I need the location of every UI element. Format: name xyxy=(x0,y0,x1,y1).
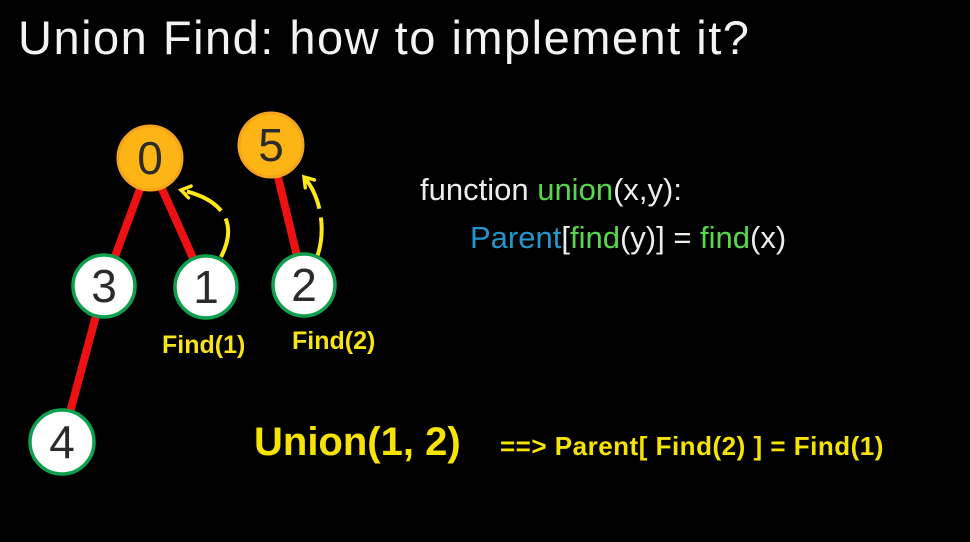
node-label: 1 xyxy=(193,261,219,313)
node-5-circle xyxy=(237,111,305,179)
code-token: (x) xyxy=(750,220,787,255)
node-label: 5 xyxy=(258,119,284,171)
code-line-2: Parent[find(y)] = find(x) xyxy=(420,214,786,262)
code-token: [ xyxy=(561,220,570,255)
union-expansion-label: ==> Parent[ Find(2) ] = Find(1) xyxy=(500,431,884,461)
node-1-circle xyxy=(173,254,239,320)
node-1: 1 xyxy=(173,254,239,320)
code-token: find xyxy=(569,220,620,255)
node-label: 0 xyxy=(137,132,163,184)
node-2-circle xyxy=(271,252,337,318)
code-token: (x,y): xyxy=(613,172,682,207)
code-line-1: function union(x,y): xyxy=(420,166,786,214)
find2-label: Find(2) xyxy=(292,327,376,355)
union-pseudocode: function union(x,y): Parent[find(y)] = f… xyxy=(420,166,786,262)
code-token: (y)] = xyxy=(619,220,701,255)
node-label: 3 xyxy=(91,260,117,312)
node-0-circle xyxy=(116,124,184,192)
code-token: Parent xyxy=(470,220,562,255)
node-4-circle xyxy=(28,408,96,476)
code-token: find xyxy=(700,220,751,255)
node-label: 2 xyxy=(291,259,317,311)
node-label: 4 xyxy=(49,416,75,468)
find1-label: Find(1) xyxy=(162,331,246,359)
node-3-circle xyxy=(71,253,137,319)
tree-nodes: 0 5 3 1 2 4 xyxy=(28,111,337,476)
code-token: union xyxy=(537,172,614,207)
code-token: function xyxy=(420,172,538,207)
find-arrows xyxy=(177,174,324,258)
node-5: 5 xyxy=(237,111,305,179)
node-4: 4 xyxy=(28,408,96,476)
node-3: 3 xyxy=(71,253,137,319)
node-2: 2 xyxy=(271,252,337,318)
node-0: 0 xyxy=(116,124,184,192)
slide-title: Union Find: how to implement it? xyxy=(18,11,751,64)
find2-curved-arrow-icon xyxy=(301,174,324,258)
find1-curved-arrow-icon xyxy=(177,184,231,258)
union-call-label: Union(1, 2) xyxy=(254,420,461,464)
